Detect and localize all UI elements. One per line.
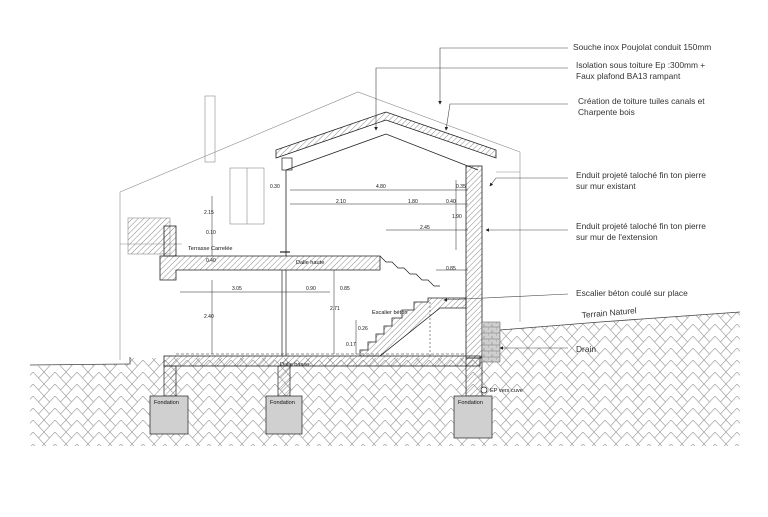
- annotation-chimney: Souche inox Poujolat conduit 150mm: [573, 42, 711, 52]
- annotation-roof-line1: Création de toiture tuiles canals et: [578, 96, 705, 106]
- annotation-roof-line2: Charpente bois: [578, 107, 635, 117]
- annotation-render-existing-line1: Enduit projeté taloché fin ton pierre: [576, 170, 706, 180]
- slab-high: [159, 255, 381, 281]
- annotation-render-ext-line2: sur mur de l'extension: [576, 232, 658, 242]
- dim-0-26: 0.26: [358, 326, 368, 332]
- terrace-wall-left: [163, 225, 177, 257]
- dim-2-45: 2.45: [420, 225, 430, 231]
- dim-3-05: 3.05: [232, 286, 242, 292]
- extension-wall-right: [465, 165, 483, 359]
- label-foundation-3: Fondation: [458, 400, 483, 406]
- existing-house: [119, 91, 521, 360]
- annotation-render-ext-line1: Enduit projeté taloché fin ton pierre: [576, 221, 706, 231]
- drawing-labels: Terrasse Carrelée Dalle haute Dalle bass…: [154, 246, 523, 406]
- ground-hatch: [30, 312, 740, 446]
- slab-low: [163, 355, 481, 367]
- dim-2-71: 2.71: [330, 306, 340, 312]
- annotation-text: Souche inox Poujolat conduit 150mm Isola…: [573, 42, 711, 354]
- label-stair-concrete: Escalier béton: [372, 310, 407, 316]
- dim-2-10: 2.10: [336, 199, 346, 205]
- dim-0-30: 0.30: [270, 184, 280, 190]
- label-foundation-2: Fondation: [270, 400, 295, 406]
- dim-4-80: 4.80: [376, 184, 386, 190]
- dim-0-85-right: 0.85: [446, 266, 456, 272]
- label-slab-low: Dalle basse: [280, 362, 309, 368]
- annotation-leaders: [374, 47, 569, 350]
- label-drain-outlet: EP vers cuve: [490, 388, 523, 394]
- annotation-insulation-line1: Isolation sous toiture Ep :300mm +: [576, 60, 705, 70]
- label-foundation-1: Fondation: [154, 400, 179, 406]
- drain-pipe-icon: [480, 386, 488, 394]
- roof: [275, 111, 497, 171]
- dim-1-80: 1.80: [408, 199, 418, 205]
- annotation-insulation-line2: Faux plafond BA13 rampant: [576, 71, 681, 81]
- dim-0-40-top: 0.40: [446, 199, 456, 205]
- annotation-drain: Drain: [576, 344, 596, 354]
- annotation-stair: Escalier béton coulé sur place: [576, 288, 688, 298]
- dimension-values: 0.30 4.80 0.35 2.10 1.80 0.40 1.90 2.45 …: [204, 184, 466, 348]
- dim-0-35: 0.35: [456, 184, 466, 190]
- label-slab-high: Dalle haute: [296, 260, 324, 266]
- foundations: [149, 357, 493, 439]
- dim-0-85-mid: 0.85: [340, 286, 350, 292]
- drain-gravel: [481, 321, 501, 363]
- annotation-render-existing-line2: sur mur existant: [576, 181, 636, 191]
- stair-lower: [359, 297, 467, 357]
- dim-0-90: 0.90: [306, 286, 316, 292]
- dim-2-40: 2.40: [204, 314, 214, 320]
- dim-1-90: 1.90: [452, 214, 462, 220]
- dimension-lines: [180, 180, 468, 354]
- dim-2-15: 2.15: [204, 210, 214, 216]
- dim-0-40-side: 0.40: [206, 258, 216, 264]
- annotation-terrain: Terrain Naturel: [581, 305, 637, 320]
- dim-0-10: 0.10: [206, 230, 216, 236]
- stair-upper: [379, 255, 440, 287]
- label-terrace: Terrasse Carrelée: [188, 246, 232, 252]
- dim-0-17: 0.17: [346, 342, 356, 348]
